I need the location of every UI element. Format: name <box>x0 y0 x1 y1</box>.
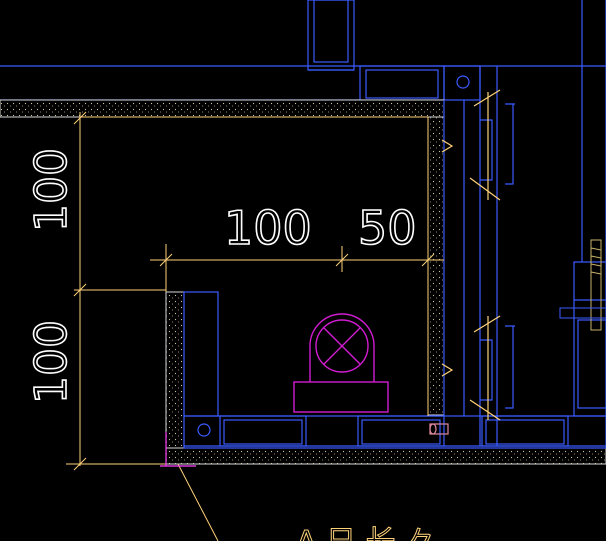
right-wall <box>427 116 445 416</box>
dim-horizontal-left: 100 <box>224 201 312 255</box>
bolt-hole-bottom <box>197 423 211 437</box>
partial-bottom-label: A 日 长 々 <box>296 525 435 541</box>
bolt-hole-top <box>456 75 470 89</box>
dim-horizontal-right: 50 <box>358 201 417 255</box>
top-column <box>307 0 355 71</box>
left-wall <box>165 291 219 449</box>
corner-marker <box>160 432 196 467</box>
pipe-fixture <box>293 313 389 413</box>
dim-vertical-bottom: 100 <box>26 320 77 404</box>
bolt-symbol <box>429 423 449 435</box>
base-plates <box>183 415 606 449</box>
dim-vertical-top: 100 <box>26 148 77 232</box>
top-slab <box>0 99 445 118</box>
threaded-rod <box>559 239 606 331</box>
top-frame <box>0 65 606 101</box>
bottom-slab <box>165 447 606 465</box>
anchor-marks <box>441 89 501 421</box>
dimension-lines <box>66 111 444 541</box>
right-column <box>443 0 606 446</box>
